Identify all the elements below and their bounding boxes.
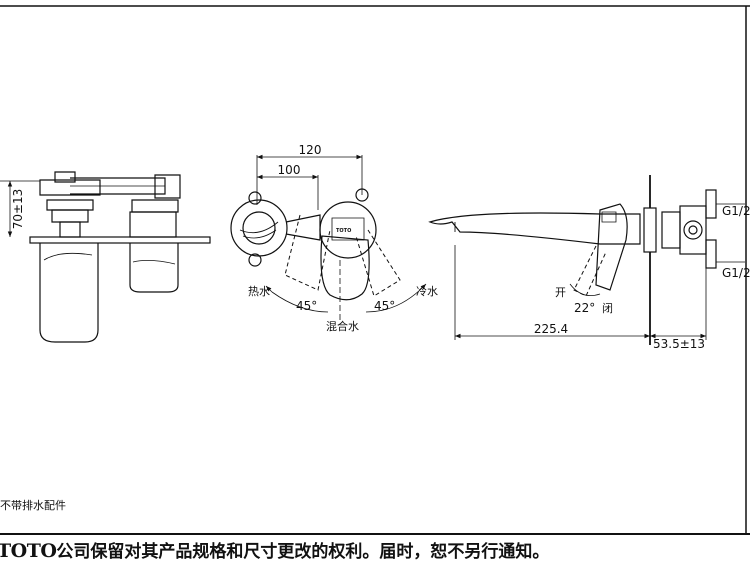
- thread-top: G1/2: [722, 204, 750, 218]
- left-side-view: [29, 171, 211, 343]
- label-open: 开: [555, 286, 566, 299]
- angle-left: 45°: [296, 299, 317, 313]
- drain-note: 不带排水配件: [0, 499, 66, 512]
- right-side-view: [428, 175, 717, 345]
- dim-inner-width: 100: [278, 163, 301, 177]
- thread-bottom: G1/2: [722, 266, 750, 280]
- label-close: 闭: [602, 302, 613, 315]
- dim-spout-length: 225.4: [534, 322, 568, 336]
- label-hot-water: 热水: [248, 285, 270, 298]
- dim-wall-depth: 53.5±13: [653, 337, 705, 351]
- footer-brand: TOTO: [0, 540, 57, 562]
- drawing-frame: [0, 5, 750, 533]
- middle-front-view: [230, 188, 421, 313]
- angle-handle: 22°: [574, 301, 595, 315]
- handle-brand-mark: TOTO: [336, 228, 351, 234]
- label-mixed-water: 混合水: [326, 319, 359, 333]
- footer-text: 公司保留对其产品规格和尺寸更改的权利。届时，恕不另行通知。: [56, 542, 550, 562]
- copyright-footer: TOTO公司保留对其产品规格和尺寸更改的权利。届时，恕不另行通知。: [0, 533, 750, 562]
- angle-right: 45°: [374, 299, 395, 313]
- dim-left-height: 70±13: [11, 189, 25, 230]
- dim-outer-width: 120: [299, 143, 322, 157]
- right-dimension: [454, 203, 745, 345]
- middle-dimension: [256, 154, 427, 320]
- label-cold-water: 冷水: [416, 285, 438, 298]
- footer-line: TOTO公司保留对其产品规格和尺寸更改的权利。届时，恕不另行通知。: [0, 537, 549, 562]
- left-dimension: [0, 180, 40, 237]
